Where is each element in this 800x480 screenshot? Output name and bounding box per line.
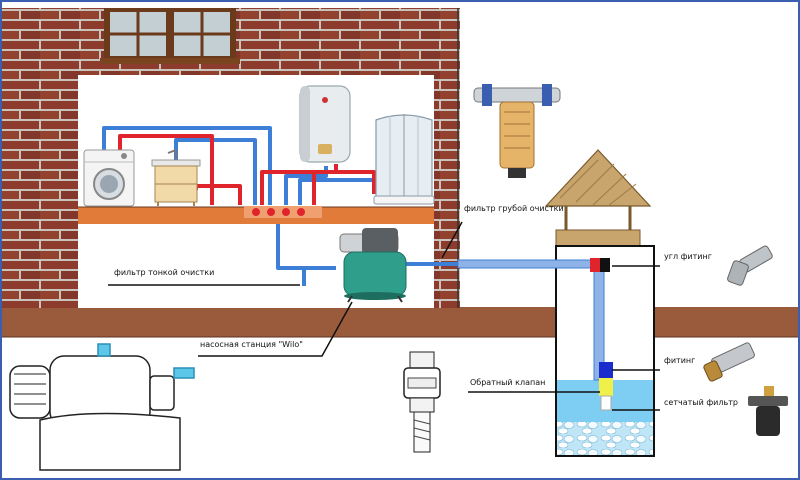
washing-machine-icon: [83, 149, 135, 207]
sink-icon: [151, 149, 201, 206]
water-heater-icon: [299, 85, 351, 163]
well-house-icon: [544, 149, 652, 247]
angle-fitting-icon: [727, 245, 773, 286]
supply-pipe: [457, 258, 613, 411]
pump-station-label: насосная станция "Wilo": [200, 340, 303, 349]
coarse-filter-icon: [473, 84, 561, 178]
ground-layer: [0, 307, 800, 337]
angle-fitting-label: угл фитинг: [664, 252, 712, 261]
leader-lines: [108, 221, 660, 411]
pump-closeup-icon: [9, 343, 195, 471]
pump-station-icon: [339, 228, 407, 303]
check-valve-icon: [403, 351, 441, 453]
mesh-filter-icon: [748, 386, 788, 436]
fine-filter-label: фильтр тонкой очистки: [114, 268, 215, 277]
shower-cabin-icon: [373, 114, 435, 205]
fitting-icon: [703, 342, 755, 382]
mesh-filter-label: сетчатый фильтр: [664, 398, 738, 407]
well-shaft: [555, 245, 655, 457]
house-window: [100, 8, 240, 64]
coarse-filter-label: фильтр грубой очистки: [464, 204, 564, 213]
fitting-label: фитинг: [664, 356, 696, 365]
manifold-valves: [244, 206, 322, 218]
check-valve-label: Обратный клапан: [470, 378, 546, 387]
